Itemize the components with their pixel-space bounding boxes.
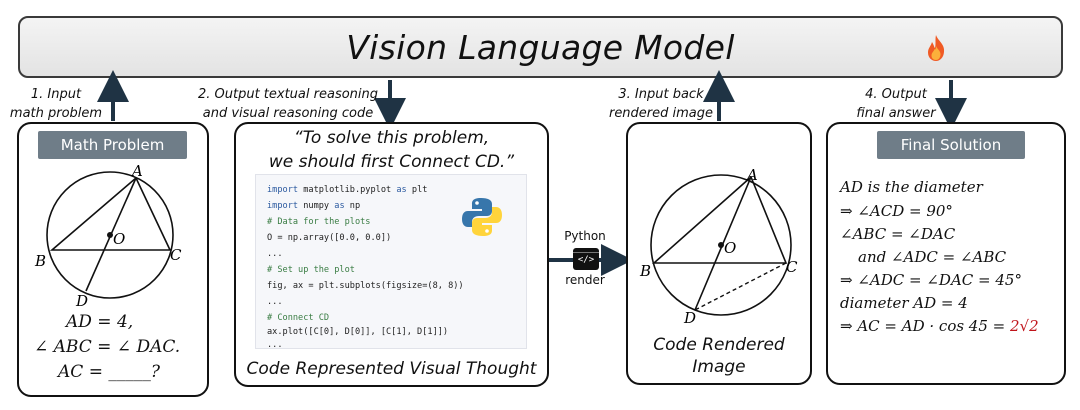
step-1-label: 1. Input math problem (8, 85, 104, 123)
rendered-point-b: B (639, 262, 651, 280)
problem-point-b: B (34, 252, 46, 270)
problem-point-o: O (113, 230, 125, 248)
code-line-2: import numpy as np (267, 201, 361, 211)
final-solution-tag: Final Solution (877, 131, 1025, 159)
solution-line-2: ⇒ ∠ACD = 90° (840, 202, 953, 220)
reasoning-quote: “To solve this problem, we should first … (244, 126, 539, 174)
quote-line-1: “To solve this problem, (293, 128, 490, 148)
step-3-line2: rendered image (608, 106, 714, 121)
code-line-9: # Connect CD (267, 313, 330, 323)
problem-point-c: C (170, 246, 182, 264)
step-4-line2: final answer (856, 106, 936, 121)
code-line-3: # Data for the plots (267, 217, 371, 227)
step-1-line1: 1. Input (30, 87, 82, 102)
fire-icon (924, 34, 948, 66)
solution-line-6: diameter AD = 4 (840, 294, 968, 312)
solution-line-3: ∠ABC = ∠DAC (840, 225, 956, 243)
rendered-point-o: O (724, 239, 736, 257)
quote-line-2: we should first Connect CD.” (268, 152, 515, 172)
python-logo-icon (460, 195, 504, 243)
rendered-point-c: C (786, 258, 798, 276)
problem-geometry-figure: A B C D O (34, 162, 182, 310)
solution-line-5: ⇒ ∠ADC = ∠DAC = 45° (840, 271, 1022, 289)
step-4-label: 4. Output final answer (848, 85, 944, 123)
rendered-point-d: D (683, 309, 696, 327)
math-problem-panel (17, 122, 209, 397)
step-3-line1: 3. Input back (618, 87, 704, 102)
problem-line-1: AD = 4, (66, 312, 134, 332)
rendered-caption: Code Rendered Image (636, 334, 802, 378)
code-line-5: ... (267, 249, 283, 259)
code-render-icon: </> (573, 248, 599, 270)
code-line-7: fig, ax = plt.subplots(figsize=(8, 8)) (267, 281, 464, 291)
step-4-line1: 4. Output (865, 87, 927, 102)
problem-line-3: AC = _____? (58, 362, 160, 382)
solution-line-7: ⇒ AC = AD · cos 45 = 2√2 (840, 317, 1039, 335)
code-block: import matplotlib.pyplot as plt import n… (255, 174, 527, 350)
vlm-title: Vision Language Model (346, 28, 735, 67)
step-1-line2: math problem (9, 106, 103, 121)
render-label-top: Python (564, 229, 606, 243)
solution-line-1: AD is the diameter (840, 178, 983, 196)
solution-line-4: and ∠ADC = ∠ABC (858, 248, 1007, 266)
code-line-8: ... (267, 297, 283, 307)
final-answer: 2√2 (1010, 317, 1039, 335)
rendered-point-a: A (745, 166, 758, 184)
problem-point-d: D (75, 292, 88, 310)
math-problem-tag: Math Problem (38, 131, 187, 159)
code-line-6: # Set up the plot (267, 265, 355, 275)
code-line-1: import matplotlib.pyplot as plt (267, 185, 428, 195)
rendered-caption-line-2: Image (692, 357, 746, 377)
rendered-caption-line-1: Code Rendered (653, 335, 785, 355)
code-line-11: ... (267, 340, 283, 350)
step-2-label: 2. Output textual reasoning and visual r… (194, 85, 382, 123)
problem-point-a: A (130, 162, 143, 180)
code-line-4: O = np.array([0.0, 0.0]) (267, 233, 392, 243)
code-line-10: ax.plot([C[0], D[0]], [C[1], D[1]]) (267, 327, 449, 337)
problem-line-2: ∠ ABC = ∠ DAC. (34, 337, 181, 357)
rendered-geometry-figure: A B C D O (639, 166, 798, 327)
vlm-header-bar: Vision Language Model (18, 16, 1063, 78)
step-2-line2: and visual reasoning code (202, 106, 374, 121)
render-label-bottom: render (565, 273, 605, 287)
code-panel-caption: Code Represented Visual Thought (246, 359, 537, 379)
step-3-label: 3. Input back rendered image (606, 85, 716, 123)
final-solution-panel (826, 122, 1066, 385)
solution-line-7-text: ⇒ AC = AD · cos 45 = (840, 317, 1011, 335)
step-2-line1: 2. Output textual reasoning (197, 87, 379, 102)
